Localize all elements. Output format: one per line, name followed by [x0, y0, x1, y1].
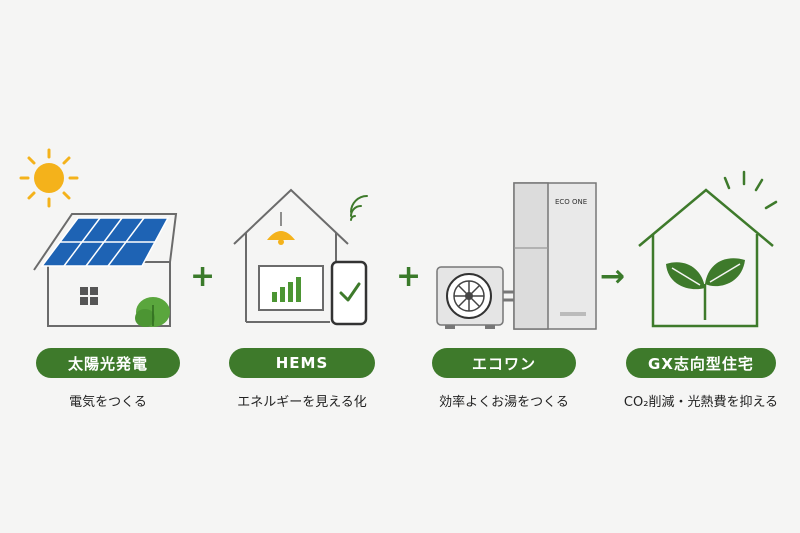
heat-pump-icon: ECO ONE — [436, 182, 597, 330]
sun-icon — [19, 148, 79, 208]
energy-monitor-icon — [258, 265, 324, 311]
smartphone-icon — [330, 260, 368, 326]
step-caption-solar: 電気をつくる — [69, 394, 147, 410]
step-caption-ecoone: 効率よくお湯をつくる — [439, 394, 569, 410]
hot-water-tank-icon: ECO ONE — [513, 182, 597, 330]
smart-home-icon — [233, 188, 368, 326]
step-caption-gx: CO₂削減・光熱費を抑える — [623, 394, 779, 410]
step-title-ecoone: エコワン — [432, 348, 576, 378]
outdoor-unit-icon — [436, 266, 516, 329]
green-house-icon — [638, 170, 778, 328]
step-title-hems: HEMS — [229, 348, 375, 378]
window-icon — [80, 287, 98, 305]
step-caption-hems: エネルギーを見える化 — [237, 394, 367, 410]
sparkle-icon — [723, 170, 778, 210]
plus-operator-2: + — [396, 259, 422, 294]
bush-icon — [135, 297, 170, 327]
solar-house-icon — [19, 148, 178, 327]
wifi-icon — [350, 195, 368, 221]
step-title-solar: 太陽光発電 — [36, 348, 180, 378]
arrow-operator: → — [600, 259, 626, 294]
lamp-icon — [267, 212, 295, 245]
plus-operator-1: + — [190, 259, 216, 294]
sprout-icon — [666, 258, 745, 320]
device-label: ECO ONE — [555, 198, 587, 206]
step-title-gx: GX志向型住宅 — [626, 348, 776, 378]
